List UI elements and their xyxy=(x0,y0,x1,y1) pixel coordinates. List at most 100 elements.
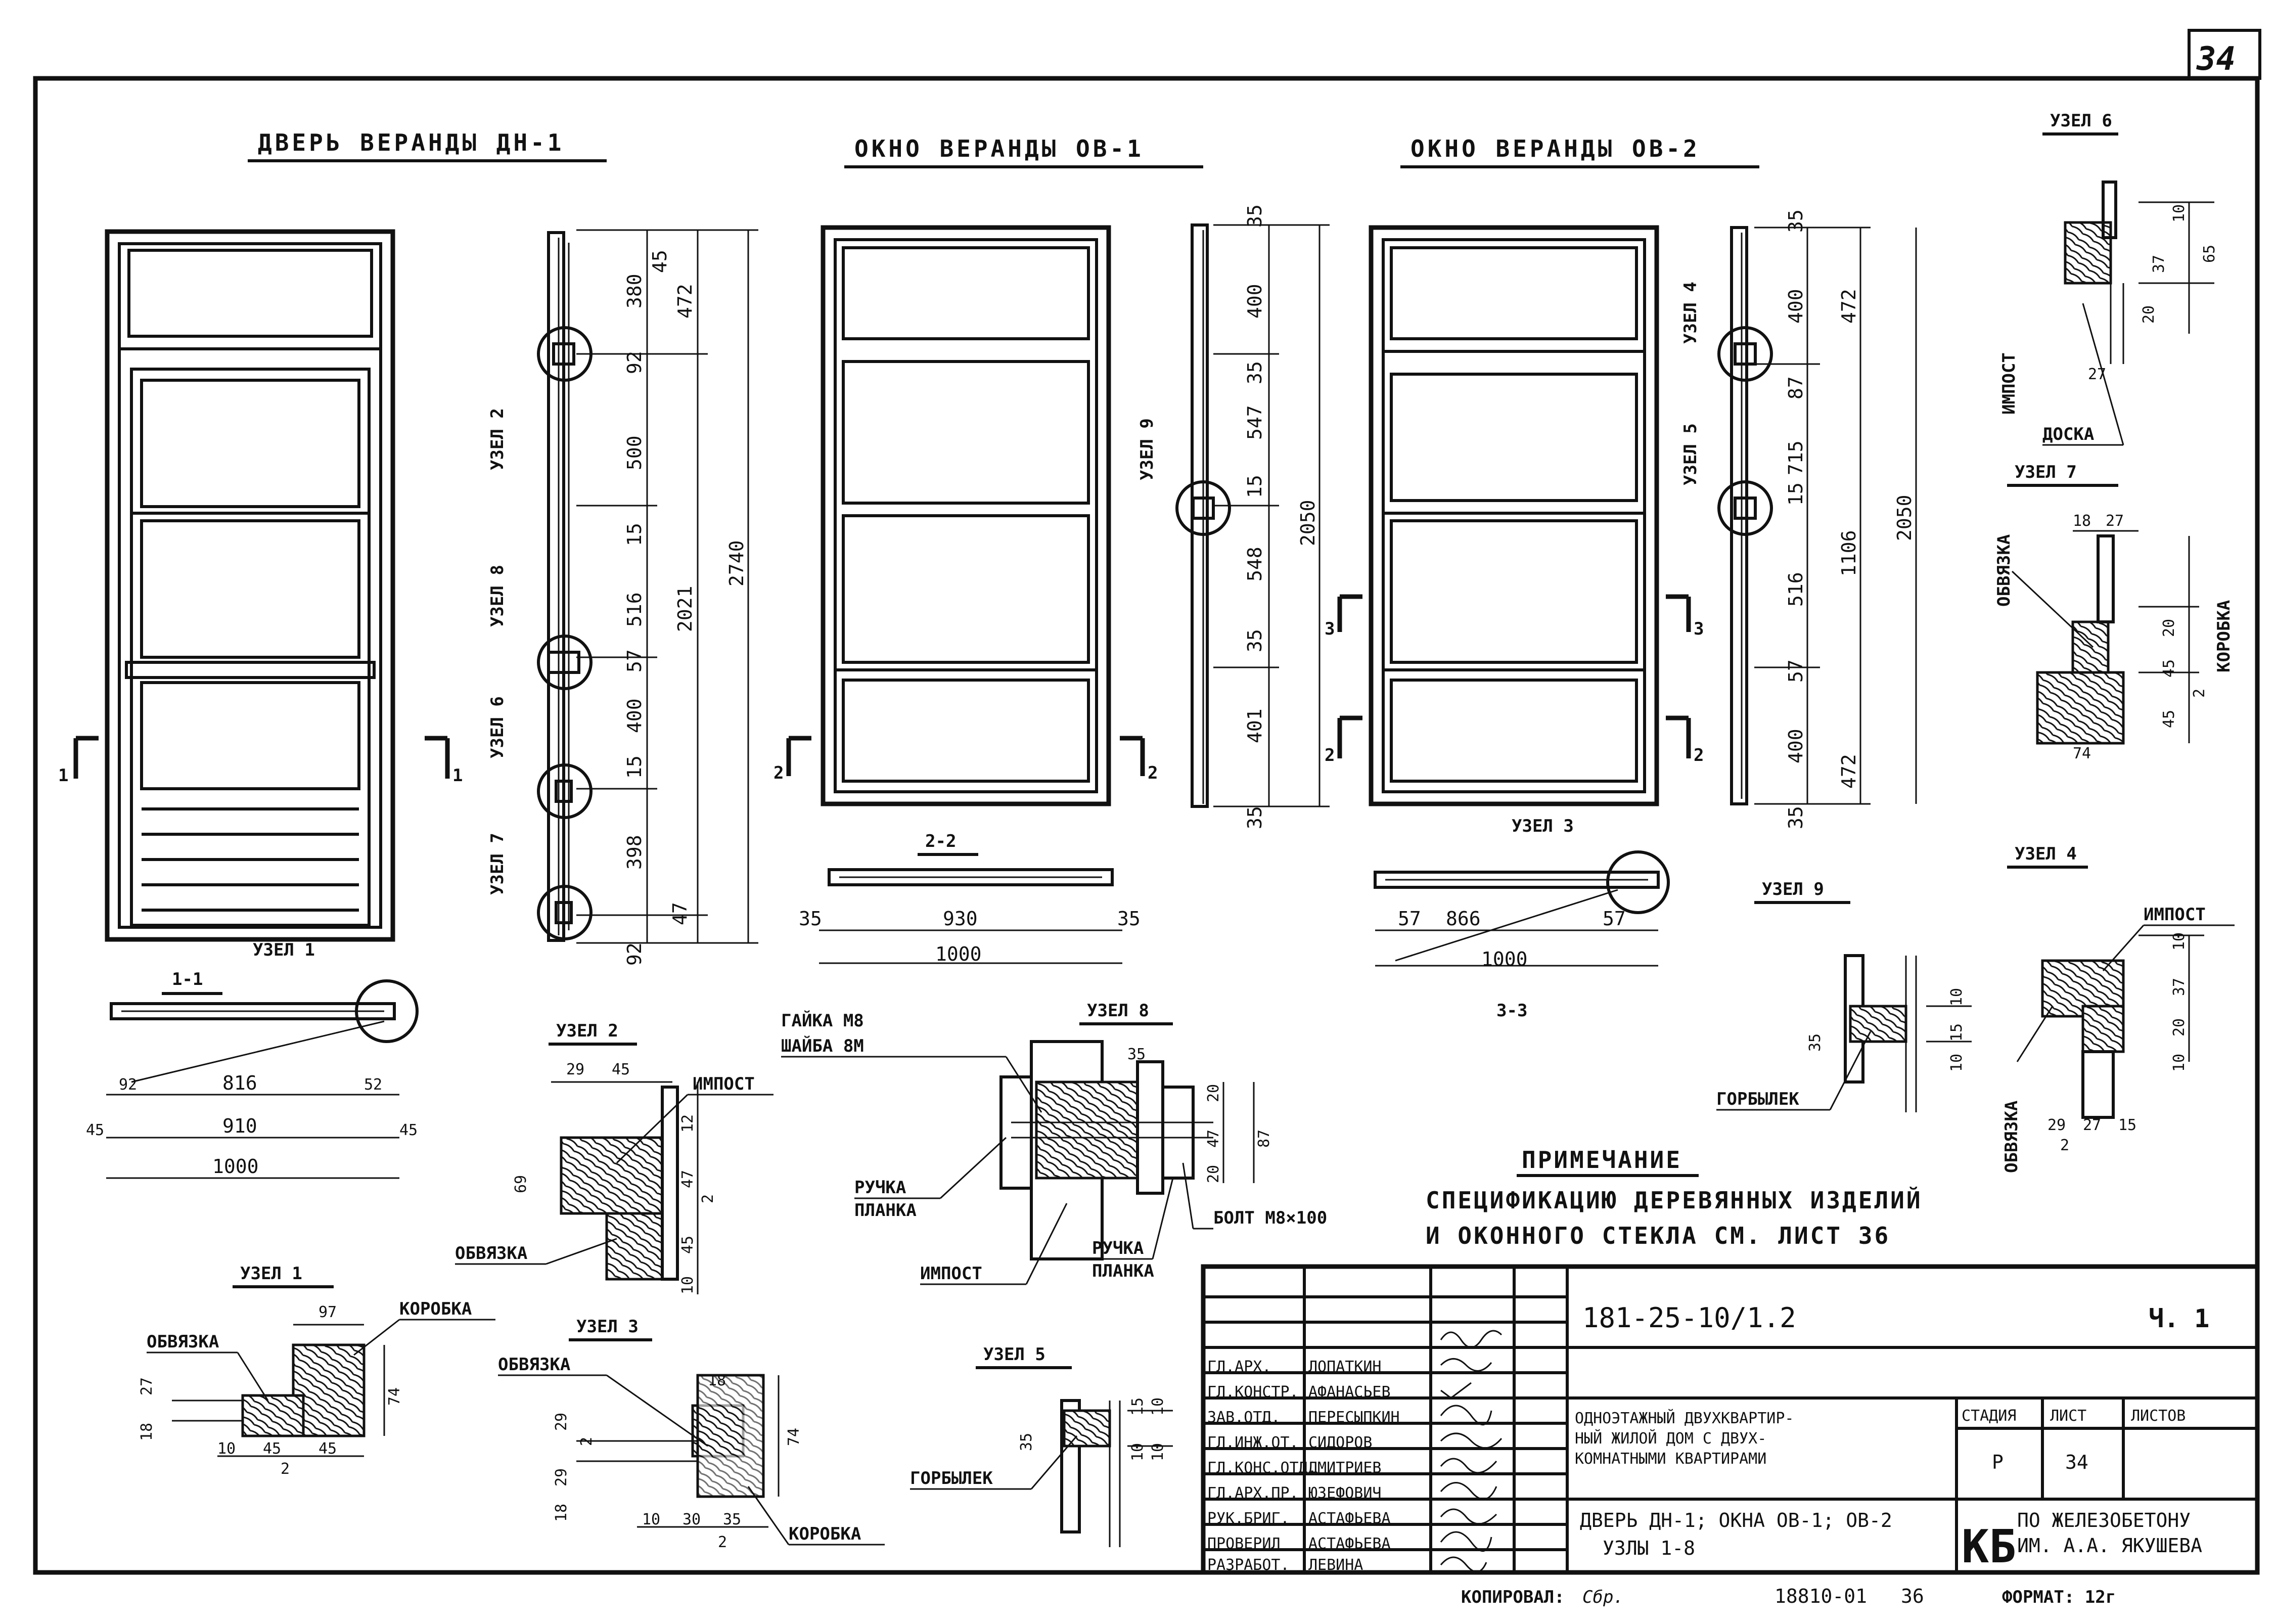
uzel2-dim-69: 69 xyxy=(512,1175,530,1193)
section-1-1-uzel1-label: УЗЕЛ 1 xyxy=(253,940,315,960)
uzel8-impost-label: ИМПОСТ xyxy=(920,1264,982,1284)
uzel9-dim-35: 35 xyxy=(1806,1033,1824,1052)
uzel3-dim-29b: 29 xyxy=(553,1468,570,1486)
s22-dim-35b: 35 xyxy=(1117,908,1141,930)
s33-dim-1000: 1000 xyxy=(1481,948,1528,970)
tb-sheets-label: ЛИСТОВ xyxy=(2131,1407,2186,1425)
uzel3-dim-74: 74 xyxy=(785,1428,803,1446)
uzel1-dim-18: 18 xyxy=(138,1423,156,1441)
tb-code: 181-25-10/1.2 xyxy=(1582,1302,1796,1334)
tb-role-5: ГЛ.АРХ.ПР. xyxy=(1207,1484,1299,1502)
uzel4-dim-10b: 10 xyxy=(2170,1054,2188,1072)
uzel2-obvyazka-label: ОБВЯЗКА xyxy=(455,1243,527,1264)
section-3-3: УЗЕЛ 3 57 866 57 1000 3-3 xyxy=(1374,816,1670,1021)
uzel4-dim-20: 20 xyxy=(2170,1018,2188,1036)
uzel4-title: УЗЕЛ 4 xyxy=(2015,844,2077,864)
cut-mark-3-left: 3 xyxy=(1325,619,1335,639)
tb-role-4: ГЛ.КОНС.ОТД. xyxy=(1207,1459,1317,1477)
uzel7-dim-2: 2 xyxy=(2191,689,2208,698)
tb-stage-label: СТАДИЯ xyxy=(1962,1407,2016,1425)
tb-name-4: ДМИТРИЕВ xyxy=(1308,1459,1382,1477)
ov1-dim-35c: 35 xyxy=(1244,629,1266,652)
tb-name-7: АСТАФЬЕВА xyxy=(1308,1535,1391,1553)
door-dim-57: 57 xyxy=(623,649,646,672)
tb-org-line2: ИМ. А.А. ЯКУШЕВА xyxy=(2017,1535,2202,1557)
door-uzel2-label: УЗЕЛ 2 xyxy=(487,408,508,470)
tb-project-line2: НЫЙ ЖИЛОЙ ДОМ С ДВУХ- xyxy=(1575,1429,1766,1448)
s33-dim-57b: 57 xyxy=(1603,908,1626,930)
door-dim-15: 15 xyxy=(623,523,646,546)
uzel3-dim-35: 35 xyxy=(723,1511,741,1528)
tb-name-6: АСТАФЬЕВА xyxy=(1308,1510,1391,1527)
s11-dim-816: 816 xyxy=(222,1072,257,1094)
uzel2-impost-label: ИМПОСТ xyxy=(693,1074,755,1094)
uzel7-dim-18: 18 xyxy=(2073,512,2091,530)
cut-mark-1-right: 1 xyxy=(452,765,463,786)
tb-role-0: ГЛ.АРХ. xyxy=(1207,1358,1271,1376)
cut-mark-2b-right: 2 xyxy=(1694,745,1704,765)
s11-dim-910: 910 xyxy=(222,1115,257,1137)
tb-drawing-line2: УЗЛЫ 1-8 xyxy=(1603,1537,1695,1559)
ov2-dim-57: 57 xyxy=(1785,659,1807,683)
uzel9-detail: УЗЕЛ 9 35 10 15 10 ГОРБЫЛЕК xyxy=(1716,879,1972,1112)
uzel7-korobka-label: КОРОБКА xyxy=(2214,600,2234,672)
ov1-dim-35b: 35 xyxy=(1244,361,1266,384)
uzel3-dim-29a: 29 xyxy=(553,1413,570,1431)
ov2-section: 35 400 715 87 15 516 57 400 35 472 1106 … xyxy=(1680,209,1917,829)
door-elevation: 1 1 xyxy=(58,229,463,942)
uzel7-detail: УЗЕЛ 7 18 27 20 45 2 45 74 КОРОБКА ОБВЯЗ… xyxy=(1994,462,2234,762)
tb-name-0: ЛОПАТКИН xyxy=(1308,1358,1382,1376)
note: ПРИМЕЧАНИЕ СПЕЦИФИКАЦИЮ ДЕРЕВЯННЫХ ИЗДЕЛ… xyxy=(1426,1146,1923,1249)
uzel2-dim-12: 12 xyxy=(679,1114,697,1133)
uzel2-title: УЗЕЛ 2 xyxy=(556,1021,618,1041)
uzel3-detail: УЗЕЛ 3 18 29 2 29 74 18 10 30 35 2 ОБВЯЗ… xyxy=(498,1317,885,1551)
ov1-dim-35d: 35 xyxy=(1244,806,1266,829)
tb-name-5: ЮЗЕФОВИЧ xyxy=(1308,1484,1382,1502)
s22-dim-35a: 35 xyxy=(799,908,822,930)
uzel8-shayba-label: ШАЙБА 8М xyxy=(781,1035,864,1056)
uzel4-dim-37: 37 xyxy=(2170,978,2188,996)
cut-mark-2b-left: 2 xyxy=(1325,745,1335,765)
door-dim-2021: 2021 xyxy=(674,585,696,632)
uzel7-obvyazka-label: ОБВЯЗКА xyxy=(1994,534,2014,607)
uzel8-dim-35: 35 xyxy=(1127,1046,1146,1063)
uzel8-ruchka-label-right: РУЧКА xyxy=(1092,1238,1144,1258)
uzel6-title: УЗЕЛ 6 xyxy=(2050,111,2112,131)
tb-name-1: АФАНАСЬЕВ xyxy=(1308,1383,1391,1401)
uzel7-dim-74: 74 xyxy=(2073,745,2091,762)
ov1-dim-547: 547 xyxy=(1244,405,1266,440)
note-heading: ПРИМЕЧАНИЕ xyxy=(1522,1146,1682,1174)
ov2-dim-87: 87 xyxy=(1785,376,1807,399)
section-3-3-title: 3-3 xyxy=(1496,1001,1527,1021)
ov2-dim-15: 15 xyxy=(1785,482,1807,506)
door-dim-92: 92 xyxy=(623,351,646,374)
door-uzel6-label: УЗЕЛ 6 xyxy=(487,696,508,758)
s22-dim-1000: 1000 xyxy=(935,943,982,965)
copy-signature: Сбр. xyxy=(1582,1587,1624,1607)
door-uzel7-label: УЗЕЛ 7 xyxy=(487,833,508,895)
section-2-2: 2-2 35 930 35 1000 xyxy=(799,831,1141,965)
uzel3-dim-30: 30 xyxy=(682,1511,701,1528)
uzel2-dim-45: 45 xyxy=(612,1061,630,1078)
ov1-dim-400: 400 xyxy=(1244,284,1266,319)
cut-mark-2-right: 2 xyxy=(1148,763,1158,783)
door-dim-92b: 92 xyxy=(623,942,646,966)
section-1-1: 1-1 УЗЕЛ 1 92 816 52 45 910 45 1000 xyxy=(86,940,419,1179)
uzel8-dim-47: 47 xyxy=(1205,1130,1222,1148)
uzel3-korobka-label: КОРОБКА xyxy=(789,1524,861,1544)
uzel3-obvyazka-label: ОБВЯЗКА xyxy=(498,1355,570,1375)
door-dim-500: 500 xyxy=(623,435,646,470)
section-2-2-title: 2-2 xyxy=(925,831,956,851)
uzel5-dim-35: 35 xyxy=(1018,1433,1035,1451)
tb-role-8: РАЗРАБОТ. xyxy=(1207,1556,1290,1574)
ov2-elevation: 3 3 2 2 xyxy=(1325,225,1704,806)
uzel1-dim-74: 74 xyxy=(386,1387,403,1406)
uzel5-dim-15: 15 xyxy=(1129,1397,1147,1416)
note-line1: СПЕЦИФИКАЦИЮ ДЕРЕВЯННЫХ ИЗДЕЛИЙ xyxy=(1426,1187,1923,1214)
title-block: 181-25-10/1.2 Ч. 1 ГЛ.АРХ. ЛОПАТКИН ГЛ.К… xyxy=(1201,1264,2260,1575)
ov1-elevation: 2 2 xyxy=(774,225,1158,806)
ov2-dim-35a: 35 xyxy=(1785,209,1807,233)
ov1-section: 35 400 547 35 15 548 35 401 35 2050 УЗЕЛ… xyxy=(1137,204,1330,829)
tb-role-2: ЗАВ.ОТД. xyxy=(1207,1409,1281,1426)
tb-drawing-line1: ДВЕРЬ ДН-1; ОКНА ОВ-1; ОВ-2 xyxy=(1580,1509,1892,1531)
